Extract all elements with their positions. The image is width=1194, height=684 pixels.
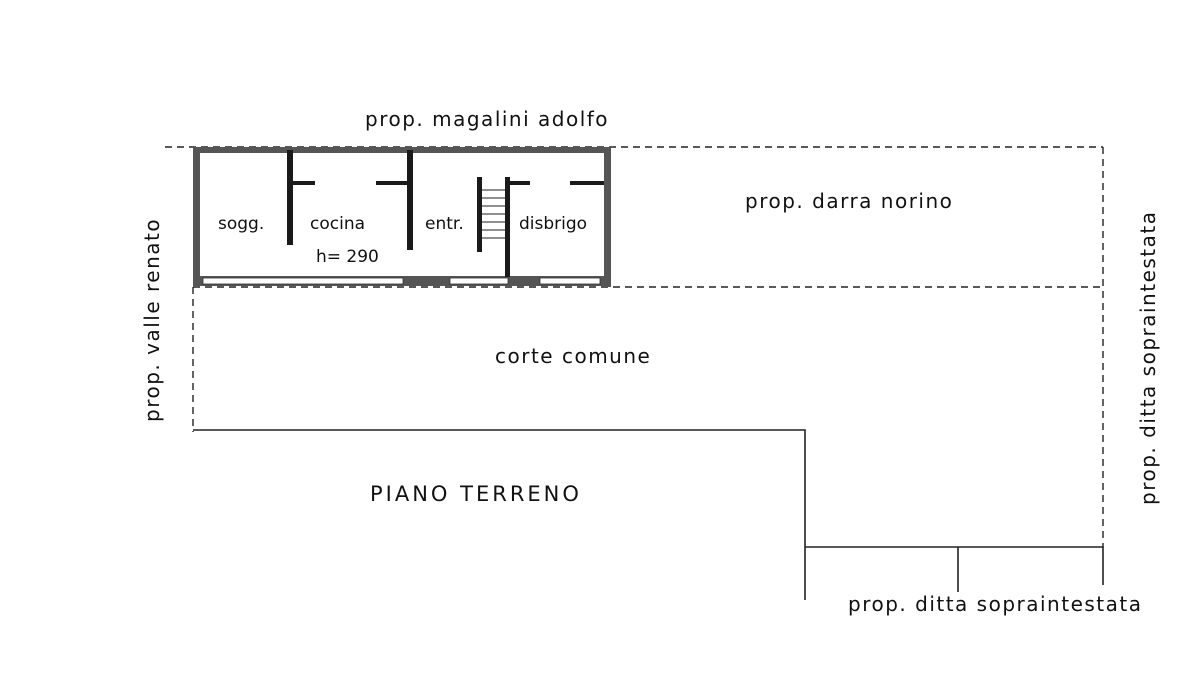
east-neighbor-label: prop. ditta sopraintestata [1136,211,1160,506]
north-neighbor-label: prop. magalini adolfo [365,107,609,131]
property-boundaries [165,146,1104,600]
room-label: cocina [310,214,365,234]
east-building-label: prop. darra norino [745,189,953,213]
room-label: disbrigo [519,214,587,234]
room-label: entr. [425,214,464,234]
room-height: h= 290 [316,247,379,267]
floor-title: PIANO TERRENO [370,482,582,506]
south-neighbor-label: prop. ditta sopraintestata [848,592,1143,616]
building: sogg. cocina h= 290 entr. disbrigo [193,147,611,287]
west-neighbor-label: prop. valle renato [140,218,164,422]
room-label: sogg. [218,214,264,234]
courtyard-label: corte comune [495,344,651,368]
